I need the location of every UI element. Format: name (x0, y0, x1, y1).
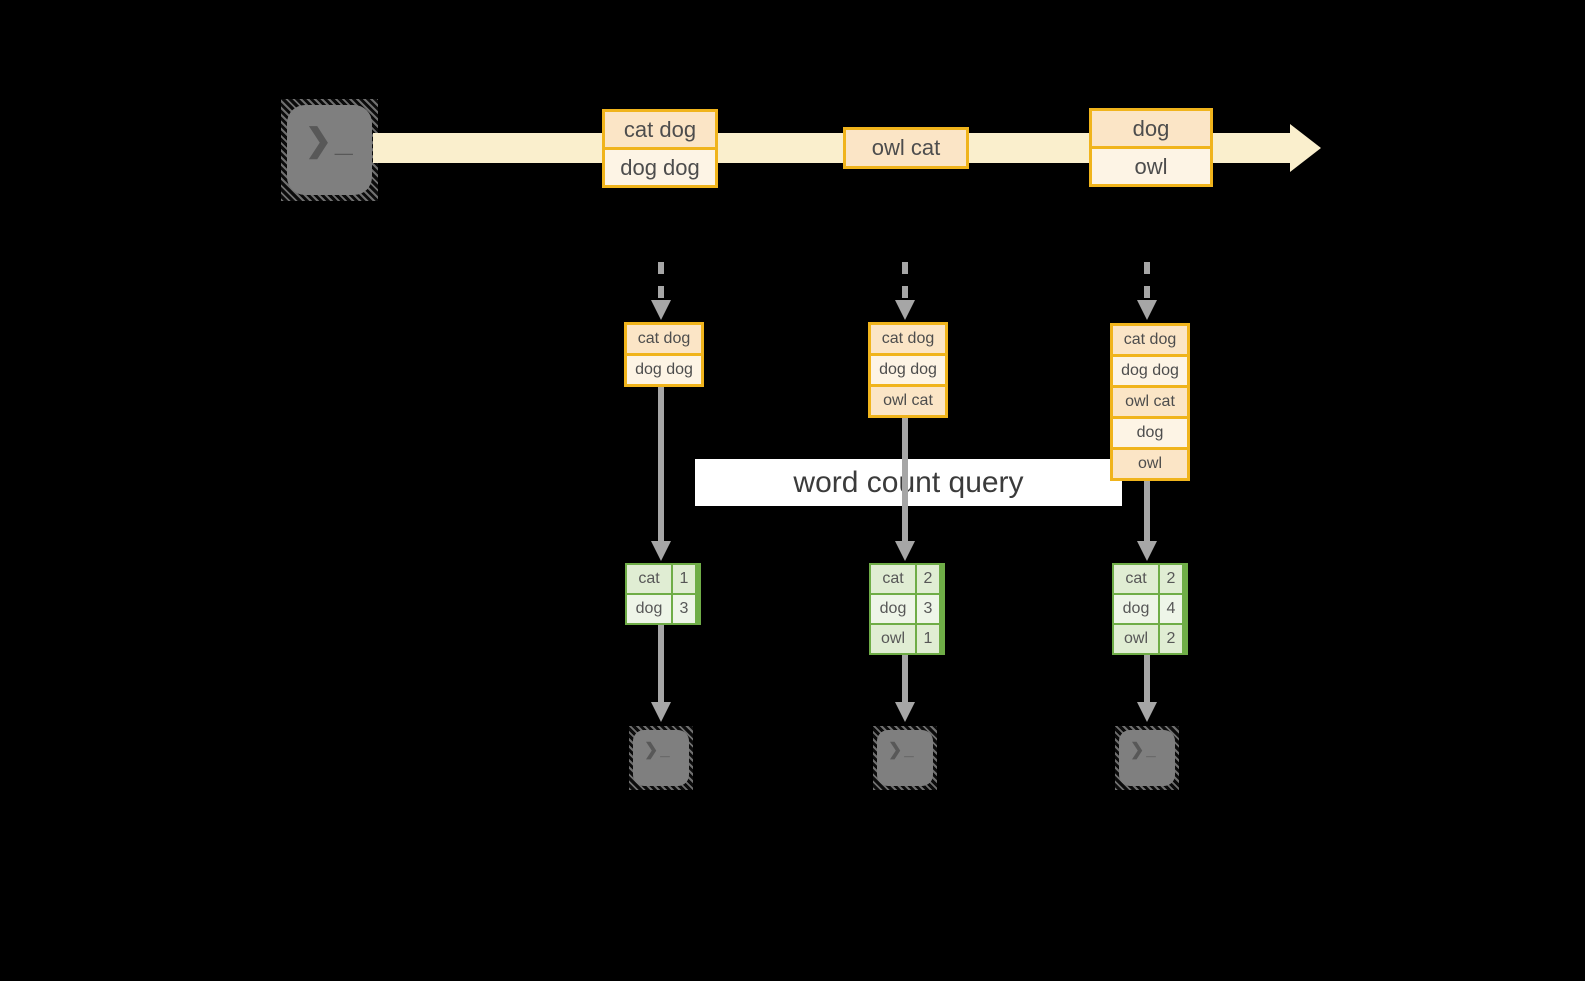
state-row: owl (1113, 450, 1187, 478)
state-row: cat dog (1113, 326, 1187, 354)
stream-event-box-2: owl cat (843, 127, 969, 169)
dashed-arrowhead-icon (1137, 300, 1157, 320)
state-row: dog (1113, 419, 1187, 447)
stream-arrowhead-icon (1290, 124, 1321, 172)
event-text: cat dog (605, 112, 715, 147)
terminal-prompt-icon: ❯_ (877, 730, 933, 786)
dashed-down-arrow-icon (902, 262, 908, 298)
event-text: owl (1092, 149, 1210, 184)
count-cell: 1 (917, 625, 939, 653)
count-table-3: cat 2 dog 4 owl 2 (1112, 563, 1188, 655)
state-box-1: cat dog dog dog (624, 322, 704, 387)
count-cell: 2 (1160, 625, 1182, 653)
count-cell: 2 (1160, 565, 1182, 593)
terminal-prompt-icon: ❯_ (633, 730, 689, 786)
word-cell: dog (1114, 595, 1158, 623)
source-terminal-icon: ❯_ (281, 99, 378, 201)
dashed-arrowhead-icon (651, 300, 671, 320)
dashed-down-arrow-icon (1144, 262, 1150, 298)
state-box-2: cat dog dog dog owl cat (868, 322, 948, 418)
down-arrow-icon (902, 655, 908, 702)
terminal-prompt-icon: ❯_ (1119, 730, 1175, 786)
state-row: cat dog (627, 325, 701, 353)
state-box-3: cat dog dog dog owl cat dog owl (1110, 323, 1190, 481)
count-cell: 4 (1160, 595, 1182, 623)
word-cell: cat (871, 565, 915, 593)
down-arrow-icon (902, 417, 908, 541)
arrowhead-icon (895, 702, 915, 722)
count-cell: 2 (917, 565, 939, 593)
count-cell: 1 (673, 565, 695, 593)
state-row: owl cat (1113, 388, 1187, 416)
state-row: dog dog (627, 356, 701, 384)
stream-event-box-3: dog owl (1089, 108, 1213, 187)
down-arrow-icon (658, 387, 664, 541)
count-table-2: cat 2 dog 3 owl 1 (869, 563, 945, 655)
event-text: dog dog (605, 150, 715, 185)
word-cell: cat (1114, 565, 1158, 593)
word-cell: cat (627, 565, 671, 593)
word-cell: dog (871, 595, 915, 623)
arrowhead-icon (651, 702, 671, 722)
sink-terminal-icon-3: ❯_ (1115, 726, 1179, 790)
count-cell: 3 (673, 595, 695, 623)
sink-terminal-icon-1: ❯_ (629, 726, 693, 790)
query-label: word count query (695, 459, 1122, 506)
down-arrow-icon (658, 625, 664, 702)
arrowhead-icon (1137, 702, 1157, 722)
state-row: dog dog (1113, 357, 1187, 385)
arrowhead-icon (651, 541, 671, 561)
down-arrow-icon (1144, 481, 1150, 541)
stream-event-box-1: cat dog dog dog (602, 109, 718, 188)
word-cell: owl (871, 625, 915, 653)
count-cell: 3 (917, 595, 939, 623)
dashed-arrowhead-icon (895, 300, 915, 320)
terminal-prompt-icon: ❯_ (287, 105, 372, 195)
sink-terminal-icon-2: ❯_ (873, 726, 937, 790)
dashed-down-arrow-icon (658, 262, 664, 298)
count-table-1: cat 1 dog 3 (625, 563, 701, 625)
state-row: owl cat (871, 387, 945, 415)
word-cell: owl (1114, 625, 1158, 653)
state-row: dog dog (871, 356, 945, 384)
arrowhead-icon (895, 541, 915, 561)
event-text: owl cat (846, 130, 966, 166)
arrowhead-icon (1137, 541, 1157, 561)
word-cell: dog (627, 595, 671, 623)
state-row: cat dog (871, 325, 945, 353)
down-arrow-icon (1144, 655, 1150, 702)
event-text: dog (1092, 111, 1210, 146)
